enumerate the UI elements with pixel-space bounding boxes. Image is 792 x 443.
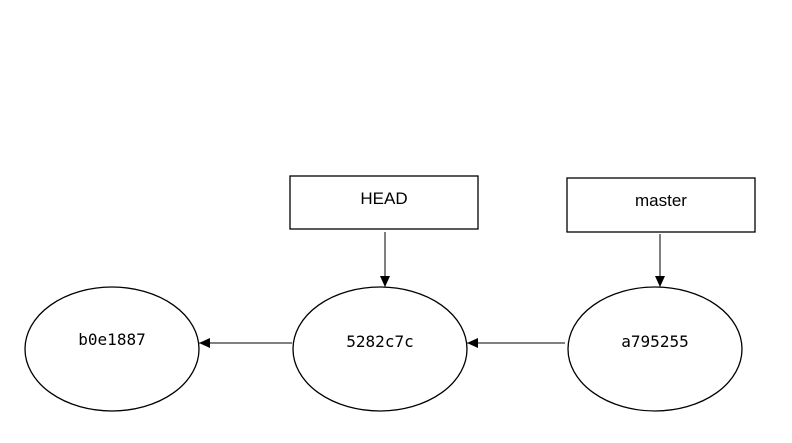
commit-hash-label: a795255	[621, 332, 688, 351]
commit-hash-label: b0e1887	[78, 330, 145, 349]
ref-head: HEAD	[289, 175, 479, 230]
ref-master-label: master	[635, 191, 687, 210]
commit-hash-label: 5282c7c	[346, 332, 413, 351]
commit-node-ellipse	[24, 286, 200, 412]
ref-master: master	[566, 177, 756, 233]
commit-node-ellipse	[567, 286, 743, 412]
commit-node-5282c7c: 5282c7c	[292, 286, 468, 412]
ref-head-box	[289, 175, 479, 230]
ref-head-label: HEAD	[360, 189, 407, 208]
commit-node-b0e1887: b0e1887	[24, 286, 200, 412]
commit-node-a795255: a795255	[567, 286, 743, 412]
commit-node-ellipse	[292, 286, 468, 412]
ref-master-box	[566, 177, 756, 233]
